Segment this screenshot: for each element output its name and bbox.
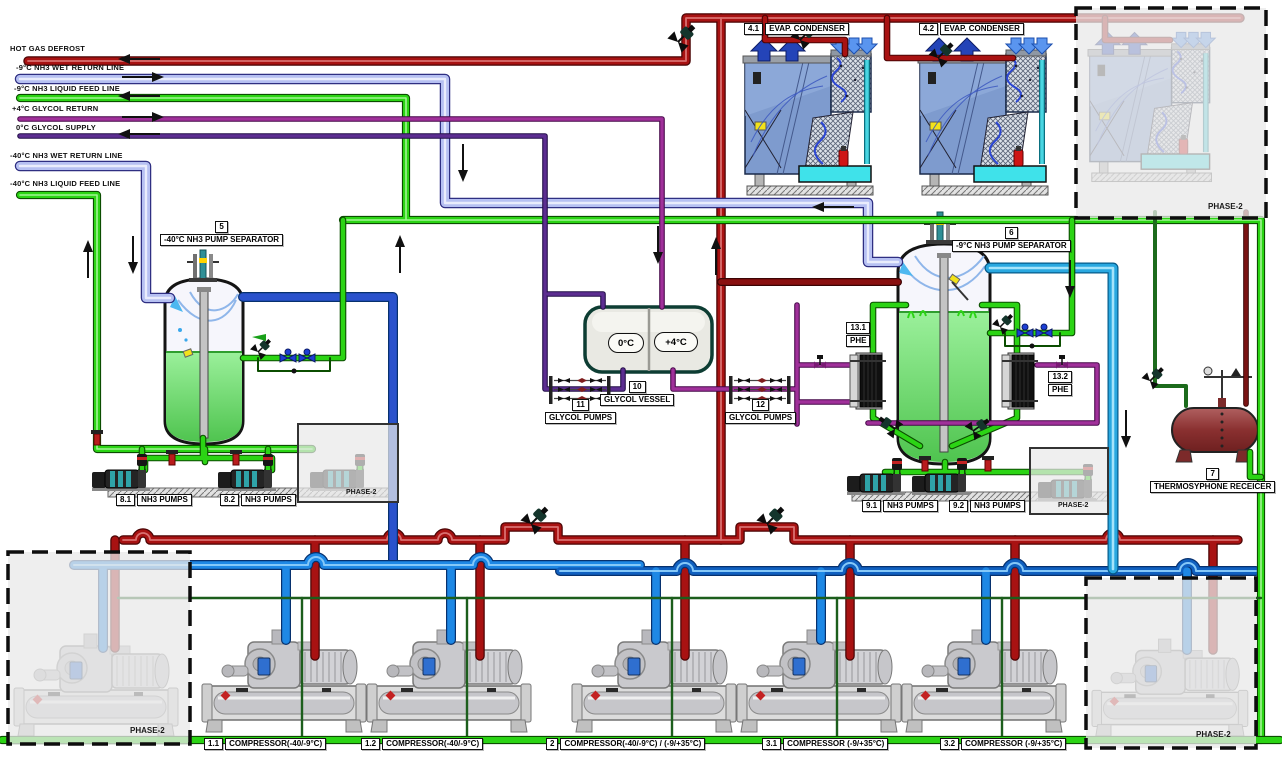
- phe-13-2: [1001, 352, 1039, 410]
- valves: [90, 18, 1169, 536]
- phase2-caption-condenser: PHASE-2: [1208, 202, 1243, 211]
- compressor-1-1-label: 1.1 COMPRESSOR(-40/-9°C): [204, 738, 327, 750]
- nh3-pumps-9-2-label: 9.2 NH3 PUMPS: [949, 500, 1025, 512]
- nh3-pumps-8-1-name: NH3 PUMPS: [137, 494, 192, 506]
- thermosyphon-receiver: [1171, 366, 1259, 463]
- phe-13-1: [849, 352, 887, 410]
- glycol-pumps-11-tag: 11: [572, 399, 589, 411]
- phe-2-name: PHE: [1048, 384, 1073, 396]
- legend-40c-liquid-feed: -40°C NH3 LIQUID FEED LINE: [10, 179, 121, 188]
- compressor-2-name: COMPRESSOR(-40/-9°C) / (-9/+35°C): [560, 738, 706, 750]
- glycol-vessel-name: GLYCOL VESSEL: [600, 394, 675, 406]
- compressor-3-1-label: 3.1 COMPRESSOR (-9/+35°C): [762, 738, 889, 750]
- nh3-pump-9-1: [847, 458, 905, 495]
- compressor-3-2-name: COMPRESSOR (-9/+35°C): [961, 738, 1067, 750]
- phe-1-tag: 13.1: [846, 322, 871, 334]
- condenser-2-name: EVAP. CONDENSER: [940, 23, 1024, 35]
- compressor-1-2: [365, 628, 533, 734]
- phase2-caption-pumps-right: PHASE-2: [1058, 502, 1089, 509]
- compressor-1-1: [200, 628, 368, 734]
- nh3-pumps-9-1-name: NH3 PUMPS: [883, 500, 938, 512]
- separator-40c-label: 5 -40°C NH3 PUMP SEPARATOR: [160, 221, 284, 246]
- nh3-pumps-8-1-tag: 8.1: [116, 494, 136, 506]
- nh3-pumps-9-2-name: NH3 PUMPS: [970, 500, 1025, 512]
- glycol-pumps-11-label: 11 GLYCOL PUMPS: [545, 399, 617, 424]
- legend-glycol-return: +4°C GLYCOL RETURN: [12, 104, 99, 113]
- legend-hot-gas-defrost: HOT GAS DEFROST: [10, 44, 86, 53]
- receiver-name: THERMOSYPHONE RECEICER: [1150, 481, 1276, 493]
- separator-9c-label: 6 -9°C NH3 PUMP SEPARATOR: [952, 227, 1071, 252]
- phase2-overlays: [6, 6, 1268, 750]
- compressor-1-1-name: COMPRESSOR(-40/-9°C): [225, 738, 327, 750]
- condenser-2-label: 4.2 EVAP. CONDENSER: [919, 23, 1024, 35]
- phase2-caption-pumps-left: PHASE-2: [346, 489, 377, 496]
- nh3-pumps-8-2-tag: 8.2: [220, 494, 240, 506]
- condenser-1-tag: 4.1: [744, 23, 764, 35]
- compressor-3-1: [735, 628, 903, 734]
- condenser-1-label: 4.1 EVAP. CONDENSER: [744, 23, 849, 35]
- legend-glycol-supply: 0°C GLYCOL SUPPLY: [16, 123, 96, 132]
- condenser-1-name: EVAP. CONDENSER: [765, 23, 849, 35]
- glycol-pumps-12-label: 12 GLYCOL PUMPS: [725, 399, 797, 424]
- phase2-caption-comp-left: PHASE-2: [130, 726, 165, 735]
- compressor-3-2-tag: 3.2: [940, 738, 960, 750]
- nh3-pumps-9-1-label: 9.1 NH3 PUMPS: [862, 500, 938, 512]
- flow-arrows: [82, 53, 1132, 449]
- glycol-vessel-tag: 10: [628, 381, 646, 393]
- compressor-2-label: 2 COMPRESSOR(-40/-9°C) / (-9/+35°C): [546, 738, 706, 750]
- evap-condenser-2: [918, 38, 1052, 195]
- compressor-3-2: [900, 628, 1068, 734]
- nh3-pumps-9-1-tag: 9.1: [862, 500, 882, 512]
- nh3-pumps-8-1-label: 8.1 NH3 PUMPS: [116, 494, 192, 506]
- phe-2-label: 13.2 PHE: [1048, 371, 1073, 396]
- glycol-pumps-12-name: GLYCOL PUMPS: [725, 412, 797, 424]
- glycol-pumps-11-name: GLYCOL PUMPS: [545, 412, 617, 424]
- compressor-2-tag: 2: [546, 738, 559, 750]
- glycol-zone-0c: 0°C: [608, 333, 644, 353]
- glycol-vessel: [583, 305, 714, 374]
- compressor-3-2-label: 3.2 COMPRESSOR (-9/+35°C): [940, 738, 1067, 750]
- compressor-3-1-name: COMPRESSOR (-9/+35°C): [783, 738, 889, 750]
- compressor-3-1-tag: 3.1: [762, 738, 782, 750]
- legend-40c-wet-return: -40°C NH3 WET RETURN LINE: [10, 151, 123, 160]
- evap-condenser-1: [743, 38, 877, 195]
- separator-40c: [163, 249, 245, 446]
- separator-40c-name: -40°C NH3 PUMP SEPARATOR: [160, 234, 284, 246]
- legend-9c-liquid-feed: -9°C NH3 LIQUID FEED LINE: [14, 84, 120, 93]
- phe-2-tag: 13.2: [1048, 371, 1073, 383]
- separator-9c-name: -9°C NH3 PUMP SEPARATOR: [952, 240, 1071, 252]
- compressor-2: [570, 628, 738, 734]
- compressor-1-1-tag: 1.1: [204, 738, 224, 750]
- separator-40c-tag: 5: [215, 221, 228, 233]
- phe-1-label: 13.1 PHE: [846, 322, 871, 347]
- glycol-zone-4c: +4°C: [654, 332, 698, 352]
- legend-9c-wet-return: -9°C NH3 WET RETURN LINE: [16, 63, 125, 72]
- nh3-pumps-8-2-name: NH3 PUMPS: [241, 494, 296, 506]
- compressor-1-2-name: COMPRESSOR(-40/-9°C): [382, 738, 484, 750]
- glycol-pumps-12-tag: 12: [752, 399, 770, 411]
- nh3-pumps-8-2-label: 8.2 NH3 PUMPS: [220, 494, 296, 506]
- condenser-2-tag: 4.2: [919, 23, 939, 35]
- compressor-1-2-tag: 1.2: [361, 738, 381, 750]
- glycol-vessel-label: 10 GLYCOL VESSEL: [600, 381, 675, 406]
- receiver-tag: 7: [1206, 468, 1219, 480]
- separator-9c-tag: 6: [1005, 227, 1018, 239]
- phe-1-name: PHE: [846, 335, 871, 347]
- phase2-caption-comp-right: PHASE-2: [1196, 730, 1231, 739]
- receiver-label: 7 THERMOSYPHONE RECEICER: [1150, 468, 1276, 493]
- nh3-pump-8-1: [92, 454, 150, 491]
- compressor-1-2-label: 1.2 COMPRESSOR(-40/-9°C): [361, 738, 484, 750]
- nh3-pumps-9-2-tag: 9.2: [949, 500, 969, 512]
